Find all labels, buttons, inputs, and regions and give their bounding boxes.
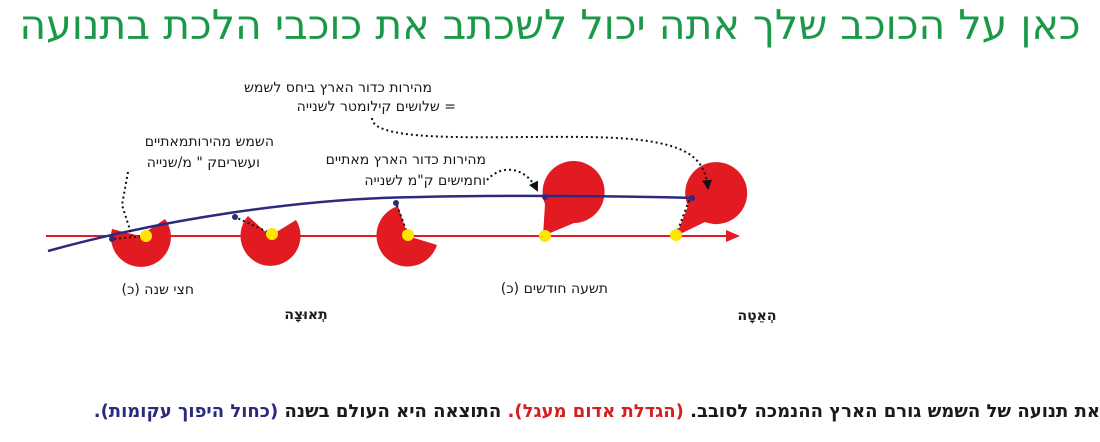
sun-dot-4 xyxy=(539,230,551,242)
sun-dot-1 xyxy=(140,230,152,242)
radius-dotted-5 xyxy=(675,197,691,236)
label-nine-months: תשעה חודשים (כ) xyxy=(500,281,608,297)
label-half-year: חצי שנה (כ) xyxy=(121,282,194,298)
earth-point-1 xyxy=(109,236,115,242)
earth-disc-5 xyxy=(676,162,748,236)
earth-disc-2 xyxy=(240,216,301,266)
sun-dot-3 xyxy=(402,229,414,241)
earth-path-curve xyxy=(47,194,696,253)
sun-dot-2 xyxy=(266,228,278,240)
earth-point-3 xyxy=(393,200,399,206)
earth-disc-1 xyxy=(110,219,171,267)
earth-point-2 xyxy=(232,214,238,220)
label-acceleration: תְאוּצָה xyxy=(284,307,328,323)
caption-part-1: את תנועה של השמש גורם הארץ ההנמכה לסובב. xyxy=(690,401,1100,422)
bottom-caption: את תנועה של השמש גורם הארץ ההנמכה לסובב.… xyxy=(0,396,1100,428)
label-sun-speed-2: ועשריםק " מ/שנייה xyxy=(146,155,260,171)
radius-dotted-2 xyxy=(234,216,273,235)
earth-point-4 xyxy=(542,194,548,200)
earth-point-5 xyxy=(689,195,695,201)
label-earth-speed-sun-1: מהירות כדור הארץ ביחס לשמש xyxy=(244,80,432,96)
label-earth-speed-250-2: וחמישים ק"מ לשנייה xyxy=(364,173,486,189)
caption-part-3: התוצאה היא העולם בשנה xyxy=(284,401,502,422)
annotation-arrow-earth-250 xyxy=(486,168,539,192)
label-slowdown: הְאֵטָה xyxy=(737,308,777,324)
label-earth-speed-sun-2: = שלושים קילומטר לשנייה xyxy=(296,99,456,115)
caption-part-4: (כחול היפוך עקומות). xyxy=(93,401,279,422)
page-title: כאן על הכוכב שלך אתה יכול לשכתב את כוכבי… xyxy=(19,1,1081,49)
earth-disc-4 xyxy=(542,161,605,236)
caption-part-2: (הגדלת אדום מעגל). xyxy=(507,401,684,422)
sun-dot-5 xyxy=(670,229,682,241)
label-earth-speed-250-1: מהירות כדור הארץ מאתיים xyxy=(325,152,486,168)
label-sun-speed-1: השמש מהירותמאתיים xyxy=(144,134,274,150)
annotation-arrow-earth-sun-speed xyxy=(371,117,713,190)
annotation-arrow-sun-speed xyxy=(120,171,133,237)
